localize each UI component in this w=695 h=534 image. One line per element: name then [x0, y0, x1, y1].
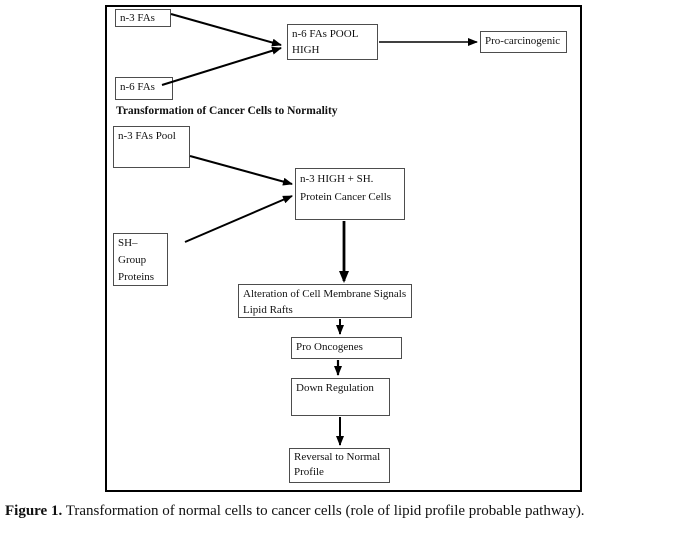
figure-caption: Figure 1. Transformation of normal cells…: [5, 502, 693, 521]
node-label: Down Regulation: [296, 382, 374, 394]
node-label: Pro Oncogenes: [296, 341, 363, 353]
node-label: Proteins: [118, 271, 155, 283]
node-down-regulation: Down Regulation: [291, 378, 390, 416]
node-alteration-membrane-signals: Alteration of Cell Membrane Signals Lipi…: [238, 284, 412, 318]
node-label: SH–: [118, 237, 138, 249]
diagram-frame: [105, 5, 582, 492]
node-label: n-6 FAs: [120, 81, 155, 93]
node-label: n-3 FAs: [120, 12, 155, 24]
node-n6-fas-pool-high: n-6 FAs POOL HIGH: [287, 24, 378, 60]
node-label: Pro-carcinogenic: [485, 35, 561, 47]
node-label: n-3 HIGH + SH.: [300, 173, 374, 185]
node-label: Profile: [294, 466, 324, 478]
node-reversal-to-normal: Reversal to Normal Profile: [289, 448, 390, 483]
section-heading: Transformation of Cancer Cells to Normal…: [116, 105, 338, 117]
node-label: HIGH: [292, 44, 320, 56]
node-label: n-6 FAs POOL: [292, 28, 359, 40]
node-sh-group-proteins: SH– Group Proteins: [113, 233, 168, 286]
node-label: Protein Cancer Cells: [300, 191, 392, 203]
node-n3-fas: n-3 FAs: [115, 9, 171, 27]
figure-caption-text: Transformation of normal cells to cancer…: [62, 503, 585, 519]
node-label: n-3 FAs Pool: [118, 130, 176, 142]
node-n3-fas-pool: n-3 FAs Pool: [113, 126, 190, 168]
node-label: Alteration of Cell Membrane Signals: [243, 288, 407, 300]
node-label: Reversal to Normal: [294, 451, 381, 463]
figure-caption-label: Figure 1.: [5, 503, 63, 519]
node-n3-high-sh-protein: n-3 HIGH + SH. Protein Cancer Cells: [295, 168, 405, 220]
node-label: Lipid Rafts: [243, 304, 293, 316]
node-pro-carcinogenic: Pro-carcinogenic: [480, 31, 567, 53]
node-pro-oncogenes: Pro Oncogenes: [291, 337, 402, 359]
node-label: Group: [118, 254, 147, 266]
node-n6-fas: n-6 FAs: [115, 77, 173, 100]
